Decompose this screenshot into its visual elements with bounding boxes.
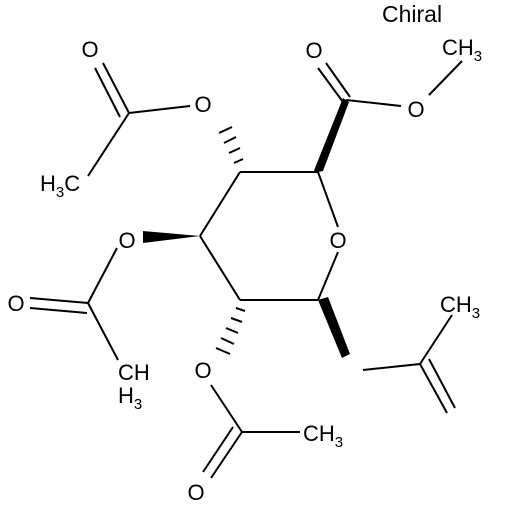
- ester-oxygen-label: O: [407, 97, 424, 122]
- c3-carbonyl-oxygen-label: O: [81, 37, 98, 62]
- bond-carbonyl-oester: [345, 99, 402, 107]
- bond-c6-carbonyl-double-a: [419, 363, 448, 414]
- bond-c4-c3: [199, 171, 241, 237]
- c4-link-oxygen-label: O: [118, 228, 135, 253]
- bond-carbonyl-double-b: [325, 62, 351, 98]
- c4-methyl-label: CH: [118, 360, 150, 385]
- c5-link-oxygen-label: O: [194, 358, 211, 383]
- c3-methyl-label: H3C: [40, 171, 80, 201]
- bond-c5-c4: [199, 235, 241, 301]
- bond-c5-carbonyl-double-b: [202, 426, 234, 473]
- bond-o-carbonyl-c6: [362, 363, 421, 371]
- hashed-bond-c3-o: [218, 126, 244, 164]
- ring-oxygen-label: O: [329, 228, 346, 253]
- bond-oester-ch3: [428, 60, 463, 96]
- bond-c3-carbonyl-double-a: [102, 62, 130, 114]
- bond-o-carbonyl-c3: [128, 105, 191, 114]
- label-layer: Chiral O O O CH3 O O H3C O O CH H3 O O C…: [7, 1, 482, 505]
- c5-carbonyl-oxygen-label: O: [187, 480, 204, 505]
- bond-carbonyl-double-a: [317, 67, 344, 103]
- bond-c5-carbonyl-double-a: [210, 431, 243, 479]
- c6-methyl-label: CH3: [440, 292, 480, 322]
- wedge-bond-c4-o: [143, 231, 200, 243]
- bond-c3-carbonyl-double-b: [94, 67, 121, 118]
- bond-layer: [29, 60, 463, 479]
- bond-c6-carbonyl-ch3: [419, 314, 453, 365]
- c3-link-oxygen-label: O: [194, 92, 211, 117]
- bond-o-carbonyl-c4: [87, 247, 118, 304]
- wedge-bond-c1-carbonyl: [313, 98, 349, 173]
- bond-oring-c6: [317, 251, 339, 301]
- c4-carbonyl-oxygen-label: O: [7, 291, 24, 316]
- bond-o-carbonyl-c5: [210, 384, 243, 433]
- c4-methyl-hydrogen-label: H3: [118, 383, 142, 413]
- bond-c1-oring: [317, 171, 339, 228]
- bond-c3-carbonyl-ch3: [87, 112, 130, 177]
- bond-c4-carbonyl-ch3: [87, 302, 119, 361]
- ester-methyl-label: CH3: [442, 35, 482, 65]
- bond-c6-carbonyl-double-b: [428, 358, 456, 409]
- bond-c4-carbonyl-double-a: [29, 297, 89, 304]
- hashed-bond-c5-o: [215, 307, 246, 355]
- c5-methyl-label: CH3: [303, 421, 343, 451]
- chiral-label: Chiral: [382, 1, 442, 27]
- bond-c4-carbonyl-double-b: [29, 307, 88, 314]
- wedge-bond-c6-o: [318, 297, 350, 358]
- ester-carbonyl-oxygen-label: O: [305, 38, 322, 63]
